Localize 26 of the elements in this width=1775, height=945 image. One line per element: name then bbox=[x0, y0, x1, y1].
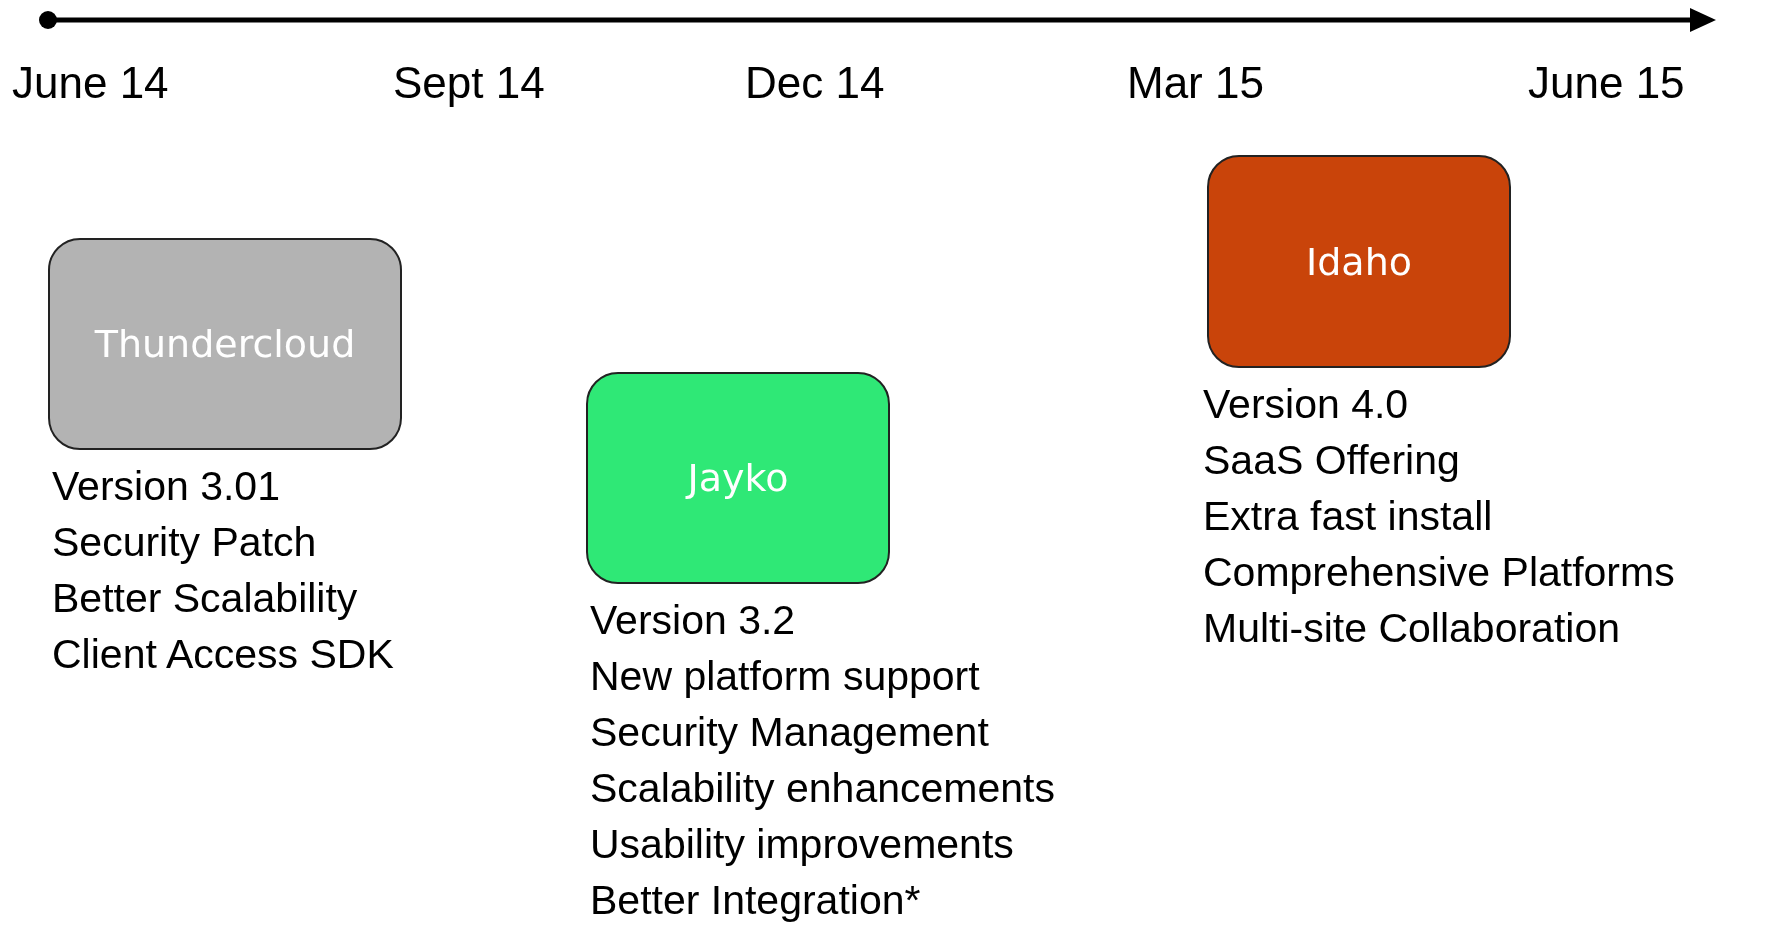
feature-item: Better Integration* bbox=[590, 876, 921, 925]
feature-item: SaaS Offering bbox=[1203, 436, 1460, 485]
feature-item: Comprehensive Platforms bbox=[1203, 548, 1675, 597]
date-label: June 14 bbox=[12, 58, 169, 108]
release-name: Jayko bbox=[687, 456, 789, 500]
date-label: Sept 14 bbox=[393, 58, 545, 108]
release-box bbox=[586, 372, 890, 584]
version-label: Version 4.0 bbox=[1203, 380, 1409, 429]
feature-item: New platform support bbox=[590, 652, 980, 701]
release-box bbox=[48, 238, 402, 450]
feature-item: Scalability enhancements bbox=[590, 764, 1055, 813]
feature-item: Usability improvements bbox=[590, 820, 1014, 869]
release-box bbox=[1207, 155, 1511, 368]
release-name: Thundercloud bbox=[94, 322, 356, 366]
feature-item: Multi-site Collaboration bbox=[1203, 604, 1620, 653]
version-label: Version 3.2 bbox=[590, 596, 796, 645]
feature-item: Client Access SDK bbox=[52, 630, 394, 679]
date-label: Mar 15 bbox=[1127, 58, 1264, 108]
release-name: Idaho bbox=[1306, 239, 1412, 284]
date-label: June 15 bbox=[1528, 58, 1685, 108]
feature-item: Better Scalability bbox=[52, 574, 358, 623]
version-label: Version 3.01 bbox=[52, 462, 280, 511]
feature-item: Security Management bbox=[590, 708, 989, 757]
feature-item: Extra fast install bbox=[1203, 492, 1493, 541]
date-label: Dec 14 bbox=[745, 58, 885, 108]
feature-item: Security Patch bbox=[52, 518, 317, 567]
